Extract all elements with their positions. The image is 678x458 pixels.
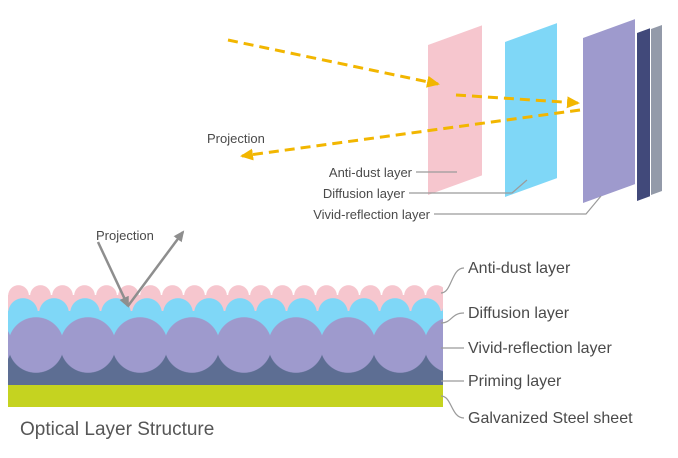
connector-line-steel bbox=[440, 395, 465, 419]
layer-label-galvanized-steel: Galvanized Steel sheet bbox=[468, 410, 633, 427]
vivid-reflection-circles bbox=[8, 317, 443, 373]
callout-vivid-reflection-label: Vivid-reflection layer bbox=[313, 207, 430, 222]
exploded-diffusion-sheet bbox=[505, 23, 557, 197]
callout-line-vivid-reflection bbox=[434, 195, 602, 215]
exploded-back-sheet-gray bbox=[651, 24, 662, 196]
layer-label-priming: Priming layer bbox=[468, 373, 562, 390]
projection-label-bottom: Projection bbox=[96, 228, 154, 243]
cross-section-stack bbox=[8, 285, 443, 407]
exploded-back-sheet-navy bbox=[637, 28, 650, 201]
callout-diffusion-label: Diffusion layer bbox=[322, 186, 405, 201]
layer-label-diffusion: Diffusion layer bbox=[468, 305, 570, 322]
projection-incoming-arrow bbox=[227, 38, 440, 88]
exploded-vivid-reflection-sheet bbox=[583, 19, 635, 203]
connector-line-diffusion bbox=[440, 312, 465, 324]
projection-label-top: Projection bbox=[207, 131, 265, 146]
layer-label-vivid-reflection: Vivid-reflection layer bbox=[468, 340, 612, 357]
exploded-anti-dust-sheet bbox=[428, 25, 482, 195]
layer-label-anti-dust: Anti-dust layer bbox=[468, 260, 571, 277]
page-title: Optical Layer Structure bbox=[20, 419, 215, 440]
galvanized-steel-band bbox=[8, 385, 443, 407]
connector-line-anti-dust bbox=[440, 267, 465, 294]
callout-anti-dust-label: Anti-dust layer bbox=[328, 165, 412, 180]
